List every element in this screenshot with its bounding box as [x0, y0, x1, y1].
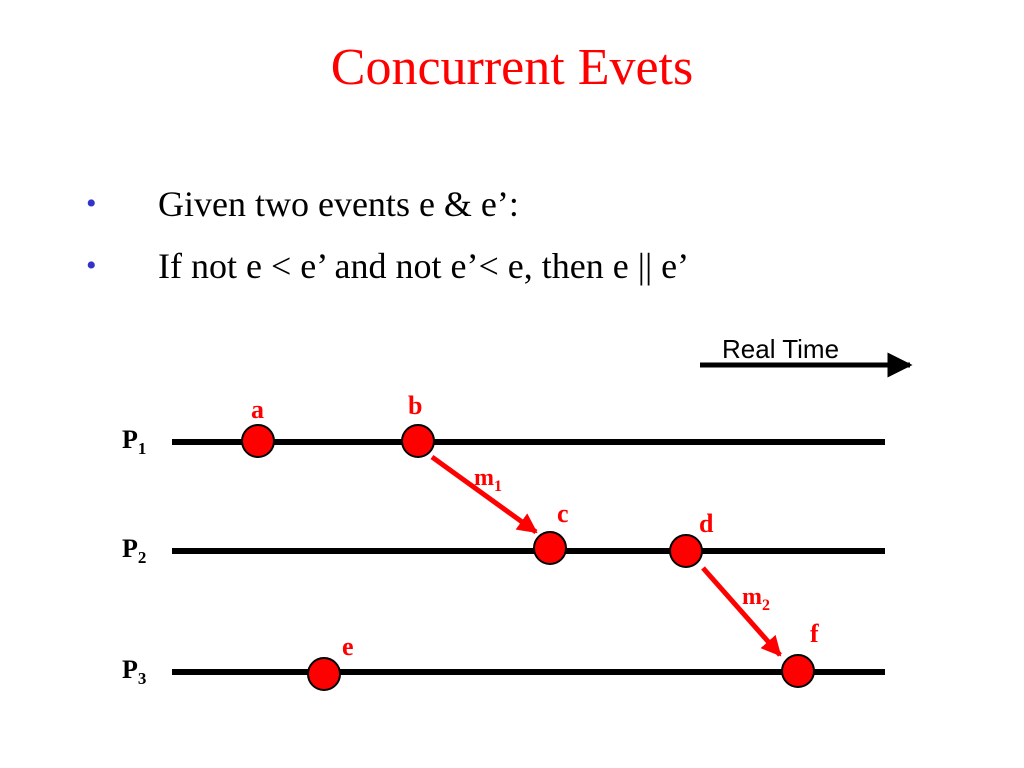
process-label-name: P — [122, 655, 138, 684]
time-axis-label: Real Time — [722, 334, 839, 364]
bullet-dot-icon: • — [86, 249, 97, 282]
event-a — [241, 424, 275, 458]
event-d — [669, 534, 703, 568]
message-label-name: m — [474, 465, 494, 491]
message-arrow-m1 — [430, 454, 538, 535]
message-label-m1: m1 — [474, 465, 502, 495]
event-e — [307, 657, 341, 691]
process-label-sub: 1 — [138, 439, 147, 458]
bullet-text: If not e < e’ and not e’< e, then e || e… — [158, 246, 690, 286]
event-c — [533, 531, 567, 565]
process-label-p3: P3 — [122, 655, 146, 688]
event-label-a: a — [251, 395, 264, 424]
bullet-list: • Given two events e & e’: • If not e < … — [86, 178, 986, 302]
process-label-sub: 2 — [138, 548, 147, 567]
event-label-c: c — [557, 499, 569, 528]
event-label-e: e — [342, 632, 354, 661]
event-f — [781, 654, 815, 688]
event-b — [401, 424, 435, 458]
process-label-p2: P2 — [122, 534, 146, 567]
bullet-text: Given two events e & e’: — [158, 184, 519, 224]
message-label-sub: 2 — [762, 597, 770, 614]
bullet-dot-icon: • — [86, 187, 97, 220]
event-label-f: f — [810, 619, 819, 648]
process-label-name: P — [122, 534, 138, 563]
process-label-p1: P1 — [122, 425, 146, 458]
event-label-d: d — [699, 509, 714, 538]
slide-title: Concurrent Evets — [330, 39, 694, 96]
bullet-item: • Given two events e & e’: — [86, 178, 986, 240]
process-label-name: P — [122, 425, 138, 454]
message-label-sub: 1 — [494, 478, 502, 495]
message-arrow-m2 — [701, 566, 782, 657]
process-label-sub: 3 — [138, 669, 147, 688]
message-label-m2: m2 — [742, 584, 770, 614]
message-label-name: m — [742, 584, 762, 610]
bullet-item: • If not e < e’ and not e’< e, then e ||… — [86, 240, 986, 302]
event-label-b: b — [408, 391, 422, 420]
